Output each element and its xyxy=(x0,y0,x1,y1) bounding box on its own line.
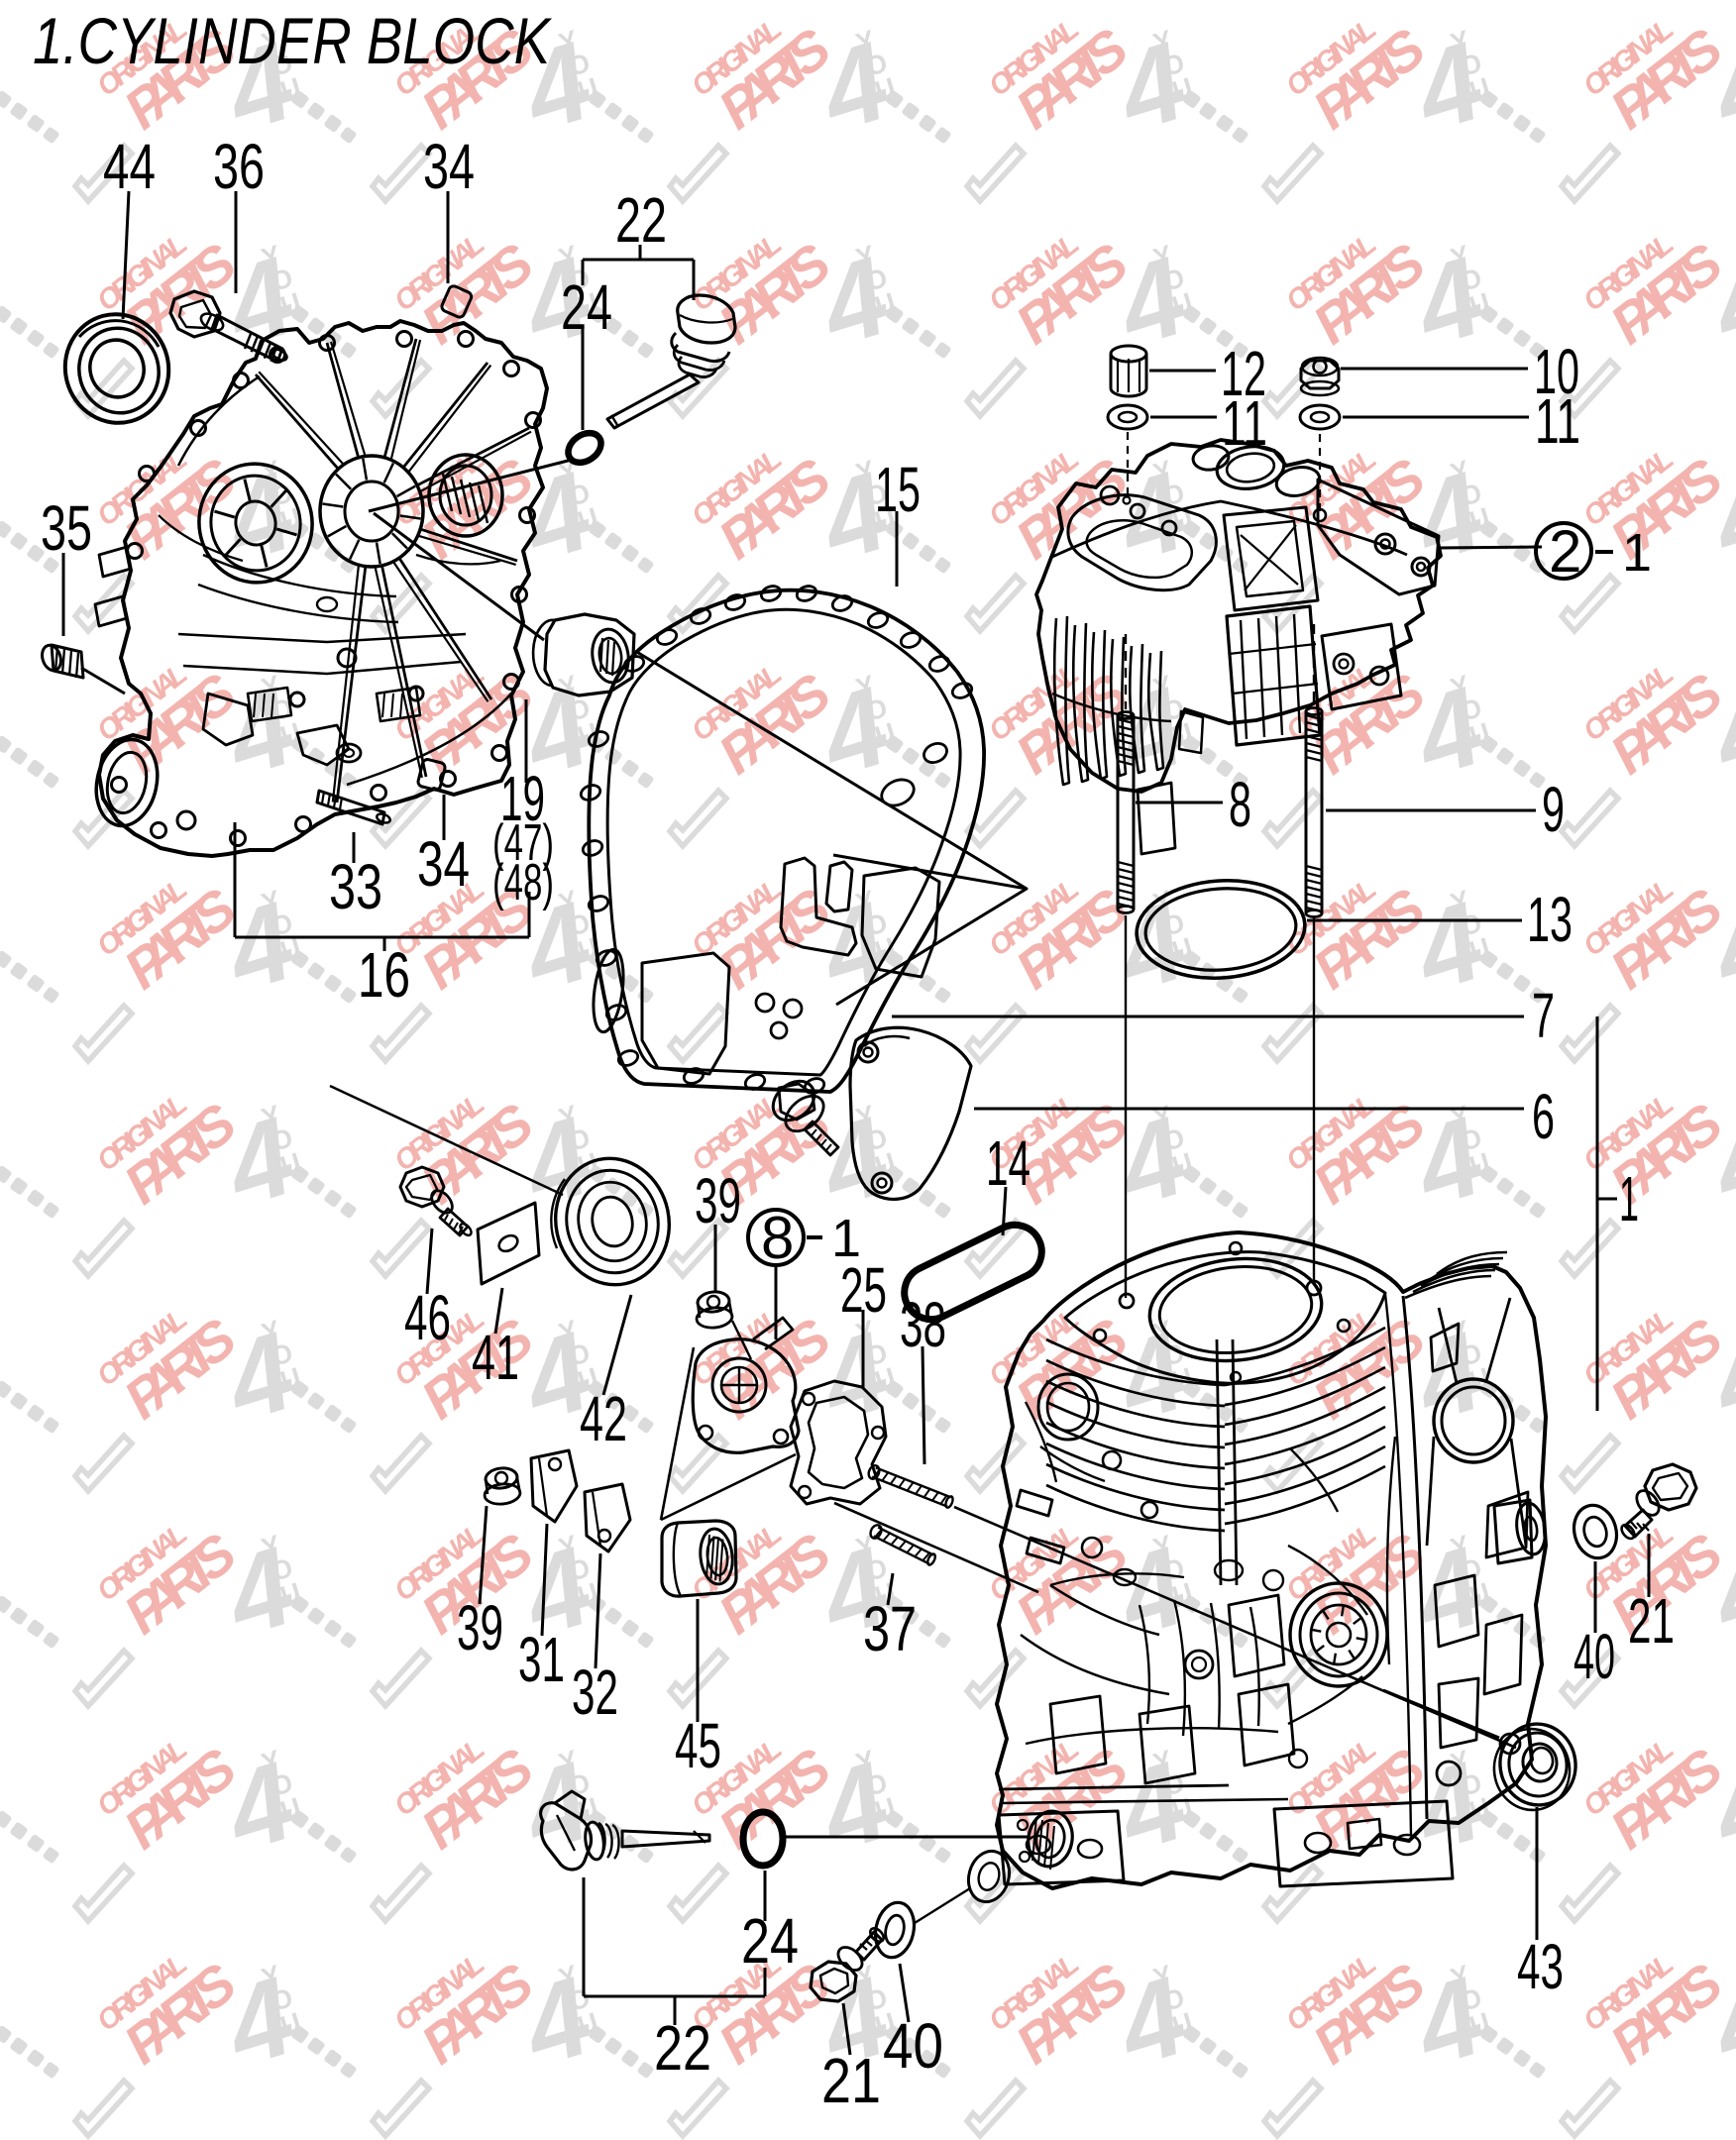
svg-text:34: 34 xyxy=(417,828,470,900)
svg-text:(48): (48) xyxy=(492,854,554,911)
svg-text:39: 39 xyxy=(457,1592,503,1663)
svg-text:7: 7 xyxy=(1532,980,1555,1051)
svg-text:33: 33 xyxy=(329,851,382,922)
svg-text:14: 14 xyxy=(986,1127,1031,1199)
svg-text:21: 21 xyxy=(1628,1585,1675,1657)
svg-text:40: 40 xyxy=(883,2010,943,2082)
svg-text:34: 34 xyxy=(423,131,475,202)
svg-text:32: 32 xyxy=(572,1657,618,1728)
svg-text:24: 24 xyxy=(741,1905,799,1977)
svg-text:(47): (47) xyxy=(492,814,554,872)
svg-text:22: 22 xyxy=(654,2012,711,2084)
svg-text:45: 45 xyxy=(675,1710,721,1781)
svg-text:13: 13 xyxy=(1527,884,1573,955)
svg-text:9: 9 xyxy=(1542,774,1565,845)
svg-text:42: 42 xyxy=(580,1383,627,1454)
svg-text:2: 2 xyxy=(1549,518,1581,585)
svg-text:1: 1 xyxy=(1619,1163,1639,1234)
svg-text:16: 16 xyxy=(358,939,410,1011)
svg-text:40: 40 xyxy=(1573,1621,1615,1692)
svg-text:46: 46 xyxy=(404,1282,451,1353)
svg-text:8: 8 xyxy=(761,1205,794,1271)
svg-text:15: 15 xyxy=(875,454,921,525)
svg-text:11: 11 xyxy=(1222,387,1267,459)
svg-text:19: 19 xyxy=(500,763,545,834)
svg-text:1.CYLINDER BLOCK: 1.CYLINDER BLOCK xyxy=(33,4,552,77)
svg-text:37: 37 xyxy=(863,1593,917,1664)
svg-text:36: 36 xyxy=(213,131,265,202)
svg-text:44: 44 xyxy=(103,131,156,202)
svg-text:24: 24 xyxy=(561,271,612,343)
svg-text:31: 31 xyxy=(518,1624,565,1695)
svg-text:43: 43 xyxy=(1517,1931,1564,2002)
svg-text:6: 6 xyxy=(1532,1081,1555,1152)
svg-text:12: 12 xyxy=(1221,338,1266,409)
svg-text:39: 39 xyxy=(695,1165,741,1236)
svg-text:41: 41 xyxy=(472,1322,519,1393)
svg-text:22: 22 xyxy=(615,184,667,256)
svg-text:1: 1 xyxy=(831,1209,861,1268)
svg-text:8: 8 xyxy=(1229,769,1251,840)
svg-text:21: 21 xyxy=(821,2045,881,2116)
svg-text:25: 25 xyxy=(840,1254,887,1326)
svg-text:1: 1 xyxy=(1622,523,1652,583)
svg-text:11: 11 xyxy=(1535,385,1580,457)
svg-text:10: 10 xyxy=(1534,336,1579,407)
svg-text:35: 35 xyxy=(41,492,92,564)
svg-text:38: 38 xyxy=(900,1289,946,1360)
